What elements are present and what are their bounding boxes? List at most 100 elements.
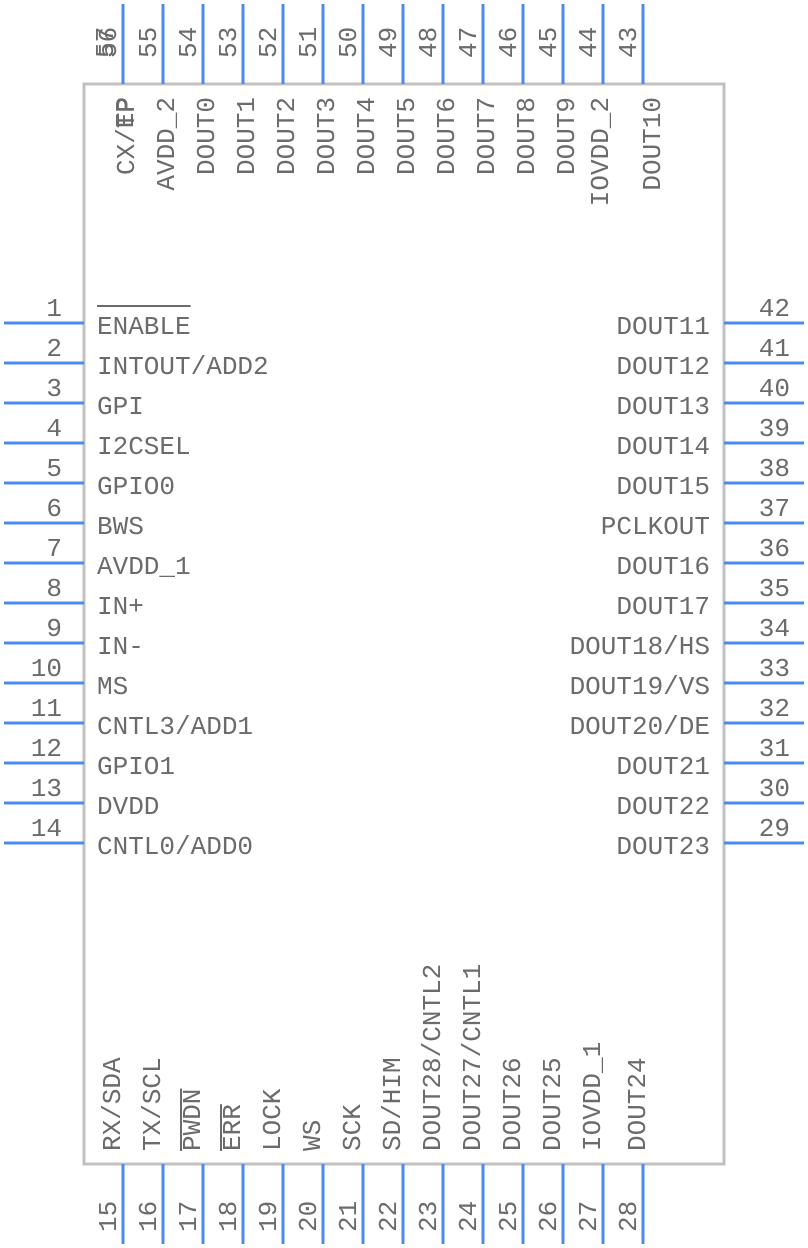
pin-number: 3	[46, 374, 62, 404]
pin-name: DOUT24	[623, 1057, 653, 1151]
pin-number: 7	[46, 534, 62, 564]
pin-number: 40	[759, 374, 790, 404]
pin-number: 1	[46, 294, 62, 324]
pin-28-dout24: 28 DOUT24	[614, 1057, 653, 1244]
pin-number: 52	[254, 27, 284, 58]
pin-number: 38	[759, 454, 790, 484]
pin-number: 6	[46, 494, 62, 524]
pin-name: SD/HIM	[378, 1057, 408, 1151]
pin-number: 51	[294, 27, 324, 58]
pin-number: 8	[46, 574, 62, 604]
pin-name: DOUT20/DE	[570, 712, 710, 742]
pin-name: LOCK	[258, 1088, 288, 1151]
pin-name: DOUT0	[192, 97, 222, 175]
pin-number: 30	[759, 774, 790, 804]
pin-18-err: 18 ERR	[214, 1104, 248, 1244]
pin-name: DOUT15	[616, 472, 710, 502]
pin-number: 28	[614, 1201, 644, 1232]
pin-number: 5	[46, 454, 62, 484]
pin-number: 45	[534, 27, 564, 58]
pin-name: RX/SDA	[98, 1057, 128, 1151]
pin-number: 15	[94, 1201, 124, 1232]
pin-name: PWDN	[178, 1089, 208, 1151]
pin-name: DOUT21	[616, 752, 710, 782]
pin-number: 35	[759, 574, 790, 604]
pin-number: 32	[759, 694, 790, 724]
pin-name: SCK	[338, 1104, 368, 1151]
pin-name: AVDD_1	[97, 552, 191, 582]
pin-number: 23	[414, 1201, 444, 1232]
pin-name: WS	[298, 1120, 328, 1151]
pin-number: 19	[254, 1201, 284, 1232]
pin-number: 43	[614, 27, 644, 58]
pin-19-lock: 19 LOCK	[254, 1088, 288, 1244]
pin-name: DOUT8	[512, 97, 542, 175]
pin-number: 25	[494, 1201, 524, 1232]
pin-number: 9	[46, 614, 62, 644]
pin-name: GPI	[97, 392, 144, 422]
pin-name: DOUT1	[232, 97, 262, 175]
pin-name: DOUT9	[552, 97, 582, 175]
pin-number: 49	[374, 27, 404, 58]
pin-name: EP	[111, 97, 141, 128]
pin-number: 13	[31, 774, 62, 804]
pin-name: IN+	[97, 592, 144, 622]
pin-name: DOUT11	[616, 312, 710, 342]
pin-name: DOUT28/CNTL2	[418, 964, 448, 1151]
pin-23-dout28-cntl2: 23 DOUT28/CNTL2	[414, 964, 448, 1244]
pin-name: TX/SCL	[138, 1057, 168, 1151]
pin-name: DOUT16	[616, 552, 710, 582]
pin-8-in: 8IN+	[4, 574, 144, 622]
pin-name: ERR	[218, 1104, 248, 1151]
pin-name: DOUT26	[498, 1057, 528, 1151]
pin-name: MS	[97, 672, 128, 702]
pin-number: 48	[414, 27, 444, 58]
pin-name: DOUT5	[392, 97, 422, 175]
pin-name: GPIO0	[97, 472, 175, 502]
pin-number: 12	[31, 734, 62, 764]
pin-name: INTOUT/ADD2	[97, 352, 269, 382]
pin-name: DOUT7	[472, 97, 502, 175]
pin-number: 37	[759, 494, 790, 524]
pin-name: DOUT4	[352, 97, 382, 175]
pin-number: 29	[759, 814, 790, 844]
pin-name: PCLKOUT	[601, 512, 710, 542]
pin-number: 20	[294, 1201, 324, 1232]
pin-name: DOUT17	[616, 592, 710, 622]
pin-name: IOVDD_2	[586, 97, 616, 206]
pin-number: 4	[46, 414, 62, 444]
pin-number: 57	[91, 27, 121, 58]
pin-name: IN-	[97, 632, 144, 662]
pin-number: 46	[494, 27, 524, 58]
component-body	[82, 82, 726, 1166]
pin-number: 18	[214, 1201, 244, 1232]
pin-number: 47	[454, 27, 484, 58]
pin-number: 50	[334, 27, 364, 58]
